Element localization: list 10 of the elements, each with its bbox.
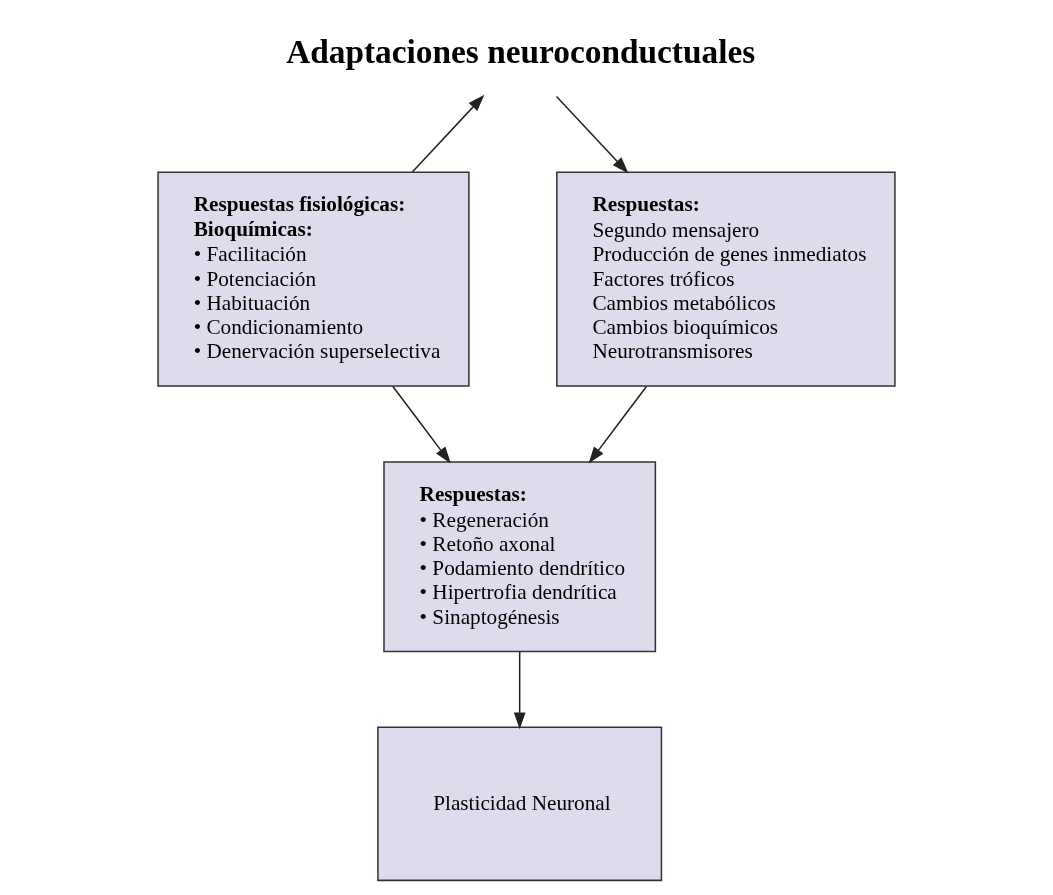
node-box: Plasticidad Neuronal <box>377 726 663 882</box>
arrow <box>392 385 451 464</box>
node-text: Adaptaciones neuroconductuales <box>286 32 756 70</box>
arrow <box>588 385 648 464</box>
node-box: Respuestas: Segundo mensajero Producción de genes inmediatos Factores tróficos Cambios metabólicos Cambios bioquímicos Neurotransmisores <box>556 171 896 387</box>
arrow <box>555 95 629 174</box>
node-box: Respuestas fisiológicas: Bioquímicas: • Facilitación • Potenciación • Habituación • Condicionamiento • Denervación superselectiva <box>157 171 470 387</box>
node-box: Respuestas: • Regeneración • Retoño axonal • Podamiento dendrítico • Hipertrofia dendrítica • Sinaptogénesis <box>383 461 657 653</box>
arrow <box>411 94 485 173</box>
arrow <box>513 651 526 730</box>
